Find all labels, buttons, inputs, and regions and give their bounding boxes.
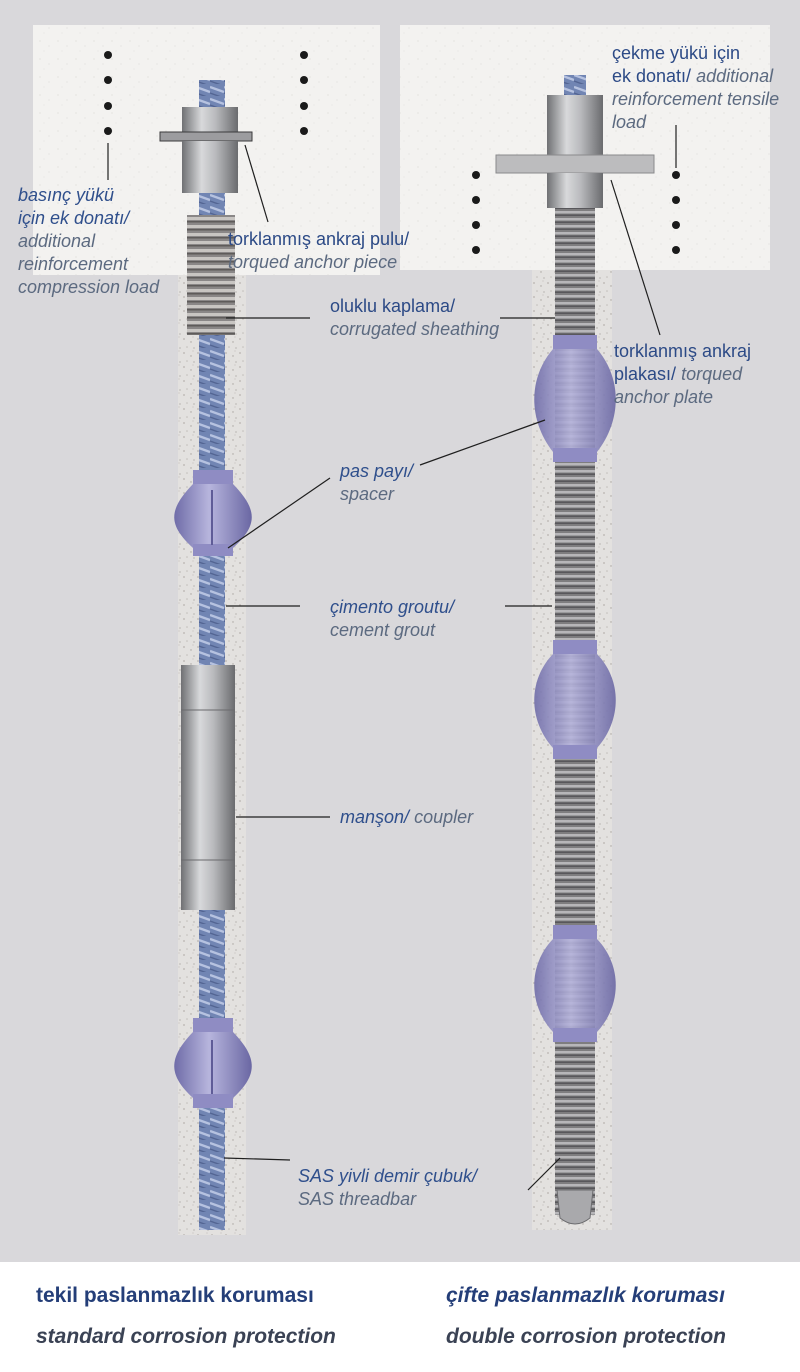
- left-corrugated-sheathing: [187, 215, 235, 335]
- spacer-label: pas payı/ spacer: [340, 461, 414, 504]
- coupler-label: manşon/ coupler: [340, 807, 474, 827]
- right-spacer-3: [534, 925, 616, 1042]
- right-anchor: [495, 75, 655, 1225]
- anchor-piece-label: torklanmış ankraj pulu/ torqued anchor p…: [228, 229, 410, 272]
- left-spacer-2: [174, 1018, 252, 1108]
- threadbar-label: SAS yivli demir çubuk/ SAS threadbar: [298, 1166, 478, 1209]
- caption-standard-en: standard corrosion protection: [36, 1325, 336, 1348]
- anchor-plate-label: torklanmış ankraj plakası/ torqued ancho…: [614, 341, 752, 407]
- left-spacer-1: [174, 470, 252, 556]
- caption-double-en: double corrosion protection: [446, 1325, 727, 1348]
- reinforcement-dots: [104, 51, 680, 254]
- sheathing-label: oluklu kaplama/ corrugated sheathing: [330, 296, 500, 339]
- tensile-reinforcement-label: çekme yükü için ek donatı/ additional re…: [612, 43, 780, 132]
- left-anchor-washer: [159, 131, 253, 142]
- grout-label: çimento groutu/ cement grout: [330, 597, 455, 640]
- leader-lines: [107, 125, 677, 1191]
- right-spacer-2: [534, 640, 616, 759]
- compression-reinforcement-label: basınç yükü için ek donatı/ additional r…: [18, 185, 160, 297]
- left-anchor: [159, 80, 253, 1230]
- left-coupler: [181, 665, 235, 910]
- right-anchor-plate: [495, 154, 655, 174]
- caption-double-tr: çifte paslanmazlık koruması: [446, 1284, 725, 1307]
- caption-standard-tr: tekil paslanmazlık koruması: [36, 1284, 314, 1307]
- right-nut-top: [547, 95, 603, 155]
- right-nut-bottom: [547, 173, 603, 208]
- left-nut-bottom: [182, 141, 238, 193]
- right-spacer-1: [534, 335, 616, 462]
- right-bar-tip: [556, 1189, 594, 1225]
